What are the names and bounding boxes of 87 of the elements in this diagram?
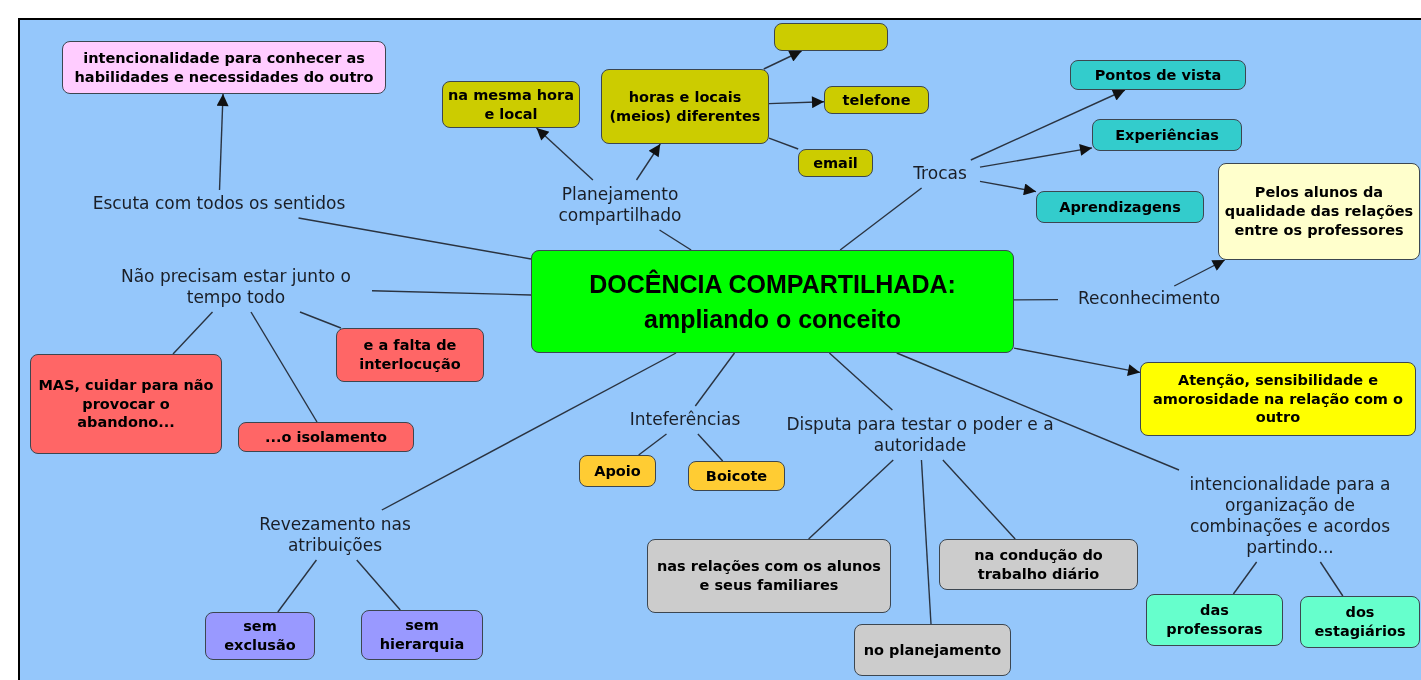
concept-text: na condução do trabalho diário [973, 545, 1104, 584]
concept-text: sem hierarquia [378, 616, 466, 654]
concept-text: telefone [842, 90, 911, 110]
arrow [1173, 259, 1226, 287]
concept-box [798, 149, 873, 177]
concept-text: no planejamento [863, 640, 1002, 660]
concept-text: dos estagiários [1313, 603, 1407, 641]
concept-text: ...o isolamento [265, 427, 387, 447]
concept-box [1092, 119, 1242, 151]
concept-box [30, 354, 222, 454]
concept-text: Pontos de vista [1094, 65, 1222, 85]
concept-box [361, 610, 483, 660]
connector-line [1319, 561, 1344, 597]
concept-text: na mesma hora e local [447, 85, 575, 124]
connector-line [1232, 561, 1258, 595]
arrow [763, 50, 803, 70]
connector-line [172, 311, 214, 355]
connector-line [896, 352, 1180, 471]
arrow [635, 143, 661, 181]
connector-line [694, 352, 736, 407]
connector-line [768, 137, 799, 150]
concept-box [601, 69, 769, 144]
arrow [1013, 347, 1141, 376]
concept-text: email [813, 153, 858, 173]
linking-phrase: Trocas [900, 160, 980, 188]
main-concept-box [531, 250, 1014, 353]
connector-line [828, 352, 894, 411]
concept-text: Apoio [594, 461, 641, 481]
concept-box [939, 539, 1138, 590]
concept-box [1070, 60, 1246, 90]
connector-line [250, 311, 318, 423]
arrow [979, 144, 1093, 168]
concept-box [1140, 362, 1416, 436]
connector-line [920, 459, 932, 625]
concept-text: Aprendizagens [1059, 197, 1181, 217]
connector-line [697, 433, 724, 462]
connector-line [658, 229, 692, 251]
connector-line [299, 311, 342, 329]
concept-text: e a falta de interlocução [358, 336, 462, 374]
concept-box [205, 612, 315, 660]
concept-box [62, 41, 386, 94]
empty-box [774, 23, 888, 51]
concept-text: Boicote [705, 466, 768, 486]
linking-phrase: Revezamento nas atribuições [250, 510, 420, 560]
concept-box [238, 422, 414, 452]
concept-box [647, 539, 891, 613]
linking-phrase: Inteferências [608, 406, 762, 434]
concept-box [854, 624, 1011, 676]
concept-text: Pelos alunos da qualidade das relações entre os professores [1223, 183, 1415, 240]
concept-box [824, 86, 929, 114]
concept-text: Atenção, sensibilidade e amorosidade na relação com o outro [1152, 370, 1404, 428]
main-concept-text: DOCÊNCIA COMPARTILHADA: ampliando o conceito [588, 268, 957, 335]
arrow [979, 180, 1037, 196]
concept-box [688, 461, 785, 491]
connector-line [277, 559, 318, 613]
concept-box [1300, 596, 1420, 648]
connector-line [371, 290, 532, 296]
concept-text: Experiências [1115, 125, 1219, 145]
linking-phrase: Disputa para testar o poder e a autoridade [782, 410, 1058, 460]
connector-line [637, 433, 668, 456]
connector-line [839, 187, 923, 251]
connector-line [942, 459, 1016, 540]
connector-line [807, 459, 894, 540]
arrow [768, 96, 825, 109]
connector-line [356, 559, 401, 611]
connector-line [297, 217, 532, 260]
concept-box [336, 328, 484, 382]
concept-text: das professoras [1165, 601, 1264, 639]
linking-phrase: intencionalidade para a organização de combinações e acordos partindo... [1170, 470, 1410, 562]
arrow [535, 127, 594, 181]
linking-phrase: Planejamento compartilhado [535, 180, 705, 230]
concept-box [1036, 191, 1204, 223]
arrow [216, 93, 229, 191]
concept-box [1218, 163, 1420, 260]
concept-text: MAS, cuidar para não provocar o abandono... [37, 375, 215, 433]
connector-line [1013, 298, 1059, 301]
linking-phrase: Não precisam estar junto o tempo todo [100, 262, 372, 312]
concept-text: sem exclusão [223, 617, 297, 655]
connector-line [381, 352, 677, 511]
linking-phrase: Escuta com todos os sentidos [58, 190, 380, 218]
arrow [970, 89, 1126, 161]
concept-text: horas e locais (meios) diferentes [608, 87, 762, 126]
concept-box [1146, 594, 1283, 646]
concept-box [579, 455, 656, 487]
concept-text: nas relações com os alunos e seus familiares [656, 557, 882, 595]
concept-text: intencionalidade para conhecer as habilidades e necessidades do outro [73, 48, 375, 87]
linking-phrase: Reconhecimento [1058, 286, 1240, 312]
